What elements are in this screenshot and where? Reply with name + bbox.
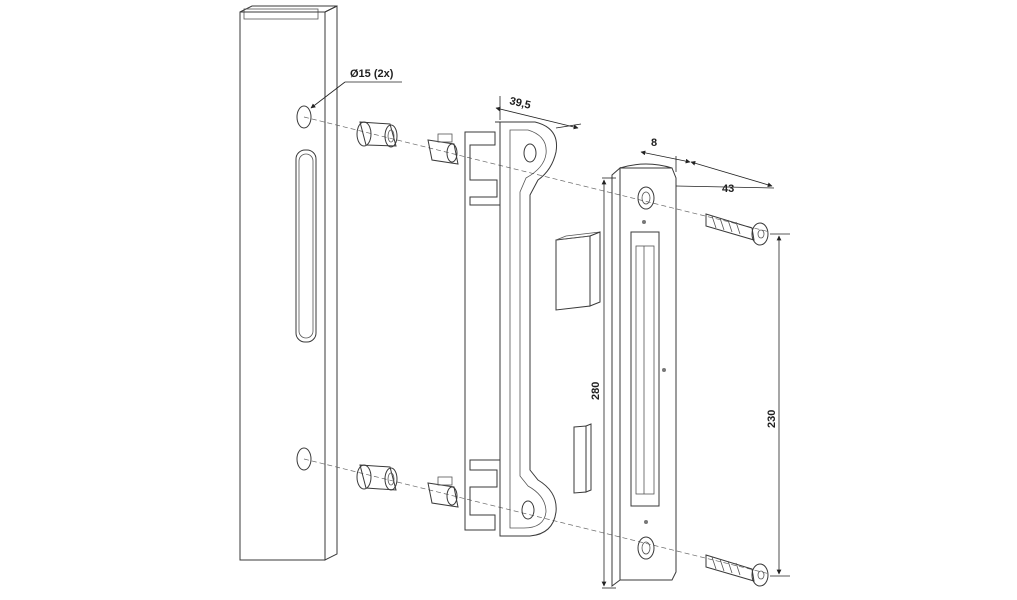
bushing-top xyxy=(427,133,459,165)
strike-plate xyxy=(611,163,677,587)
label-depth: 8 xyxy=(651,137,657,149)
label-plate-width: 39,5 xyxy=(508,95,532,112)
dimension-strike-width: 43 xyxy=(675,160,775,195)
strike-hole-top xyxy=(637,186,655,210)
screw-top xyxy=(705,213,769,246)
bushing-bottom xyxy=(427,476,459,508)
strike-insert-lower xyxy=(573,423,592,494)
dimension-hole-spacing: 230 xyxy=(766,233,790,577)
plate-hole-bottom xyxy=(521,500,535,520)
dimension-plate-width: 39,5 xyxy=(495,95,582,130)
dimension-total-height: 280 xyxy=(590,177,616,589)
dimension-hole-diameter: Ø15 (2x) xyxy=(310,68,402,109)
mounting-plate xyxy=(464,121,558,537)
label-hole-diameter: Ø15 (2x) xyxy=(350,68,394,80)
label-strike-width: 43 xyxy=(722,183,734,195)
square-post xyxy=(239,5,338,561)
label-hole-spacing: 230 xyxy=(766,410,778,428)
post-hole-bottom xyxy=(296,447,312,471)
threaded-insert-top xyxy=(356,121,398,148)
plate-hole-top xyxy=(523,143,537,163)
threaded-insert-bottom xyxy=(356,464,398,491)
dimension-depth: 8 xyxy=(640,137,691,172)
assembly-axis-lines xyxy=(303,116,771,575)
strike-insert-upper xyxy=(555,231,601,311)
screw-bottom xyxy=(705,554,769,587)
label-total-height: 280 xyxy=(590,382,602,400)
strike-hole-bottom xyxy=(637,536,655,560)
post-hole-top xyxy=(296,105,312,129)
post-slot xyxy=(295,149,317,343)
